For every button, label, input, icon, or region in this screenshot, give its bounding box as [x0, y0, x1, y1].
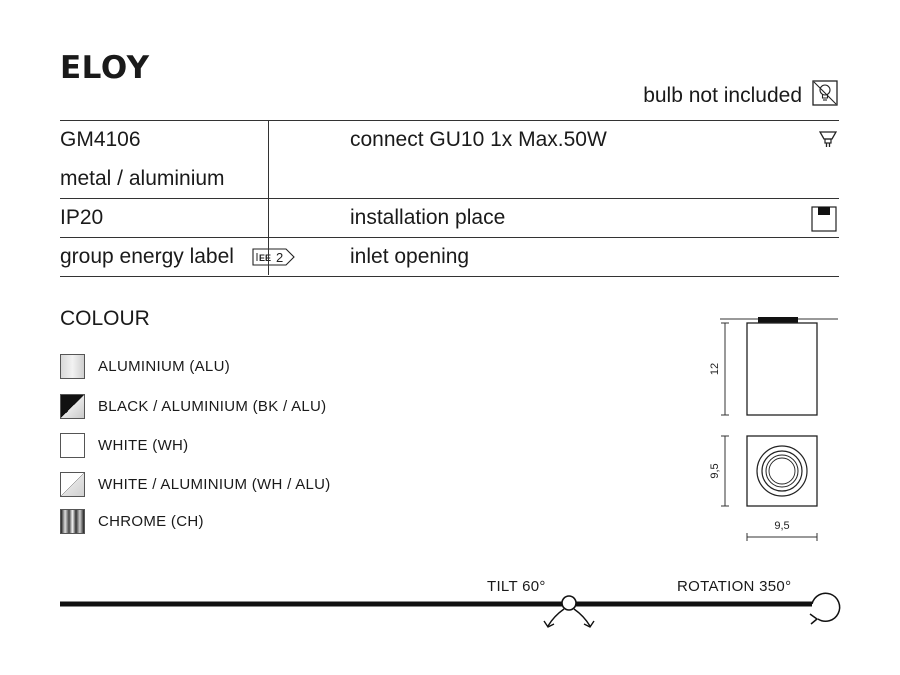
rotation-label: ROTATION 350°: [677, 578, 792, 595]
ceiling-mount-icon: [811, 206, 837, 238]
gu10-icon: [818, 130, 838, 154]
swatch-chrome: [60, 509, 85, 534]
energy-group: group energy label EE 2: [60, 245, 296, 269]
swatch-aluminium: [60, 354, 85, 379]
width-dimension: 9,5: [774, 520, 789, 532]
colour-label: WHITE / ALUMINIUM (WH / ALU): [98, 476, 331, 493]
swatch-black-aluminium: [60, 394, 85, 419]
colour-label: ALUMINIUM (ALU): [98, 358, 231, 375]
connect-info: connect GU10 1x Max.50W: [350, 128, 607, 151]
ip-rating: IP20: [60, 206, 104, 229]
energy-label-icon: EE 2: [252, 247, 296, 267]
installation-place: installation place: [350, 206, 506, 229]
motion-bar: TILT 60° ROTATION 350°: [60, 570, 850, 640]
dimension-drawing: 12 9,5 9,5: [700, 315, 850, 545]
spec-row-ip: IP20 installation place: [60, 199, 839, 238]
colour-label: BLACK / ALUMINIUM (BK / ALU): [98, 398, 327, 415]
colour-label: CHROME (CH): [98, 513, 204, 530]
colour-item-black-aluminium: BLACK / ALUMINIUM (BK / ALU): [60, 394, 326, 419]
no-bulb-icon: [812, 80, 838, 112]
colour-title: COLOUR: [60, 307, 150, 330]
spec-row-code: GM4106 connect GU10 1x Max.50W: [60, 121, 839, 160]
depth-dimension: 9,5: [709, 463, 721, 478]
energy-badge-text: EE: [259, 253, 271, 263]
inlet-opening: inlet opening: [350, 245, 470, 268]
colour-item-white: WHITE (WH): [60, 433, 188, 458]
spec-row-material: metal / aluminium: [60, 160, 839, 199]
rotation-icon: [809, 592, 841, 625]
product-code: GM4106: [60, 128, 141, 151]
colour-item-white-aluminium: WHITE / ALUMINIUM (WH / ALU): [60, 472, 331, 497]
bulb-note: bulb not included: [643, 80, 838, 112]
spec-divider: [268, 120, 269, 275]
energy-label-text: group energy label: [60, 245, 234, 268]
spec-row-energy: group energy label EE 2 inlet opening: [60, 238, 839, 277]
swatch-white: [60, 433, 85, 458]
tilt-icon: [543, 595, 595, 628]
colour-item-chrome: CHROME (CH): [60, 509, 204, 534]
tilt-label: TILT 60°: [487, 578, 546, 595]
colour-item-aluminium: ALUMINIUM (ALU): [60, 354, 230, 379]
swatch-white-aluminium: [60, 472, 85, 497]
bulb-note-text: bulb not included: [643, 84, 802, 107]
colour-label: WHITE (WH): [98, 437, 189, 454]
product-title: ELOY: [60, 50, 150, 86]
height-dimension: 12: [709, 363, 721, 375]
material: metal / aluminium: [60, 167, 225, 190]
energy-class-text: 2: [276, 250, 283, 265]
spec-table: GM4106 connect GU10 1x Max.50W metal / a…: [60, 120, 839, 277]
